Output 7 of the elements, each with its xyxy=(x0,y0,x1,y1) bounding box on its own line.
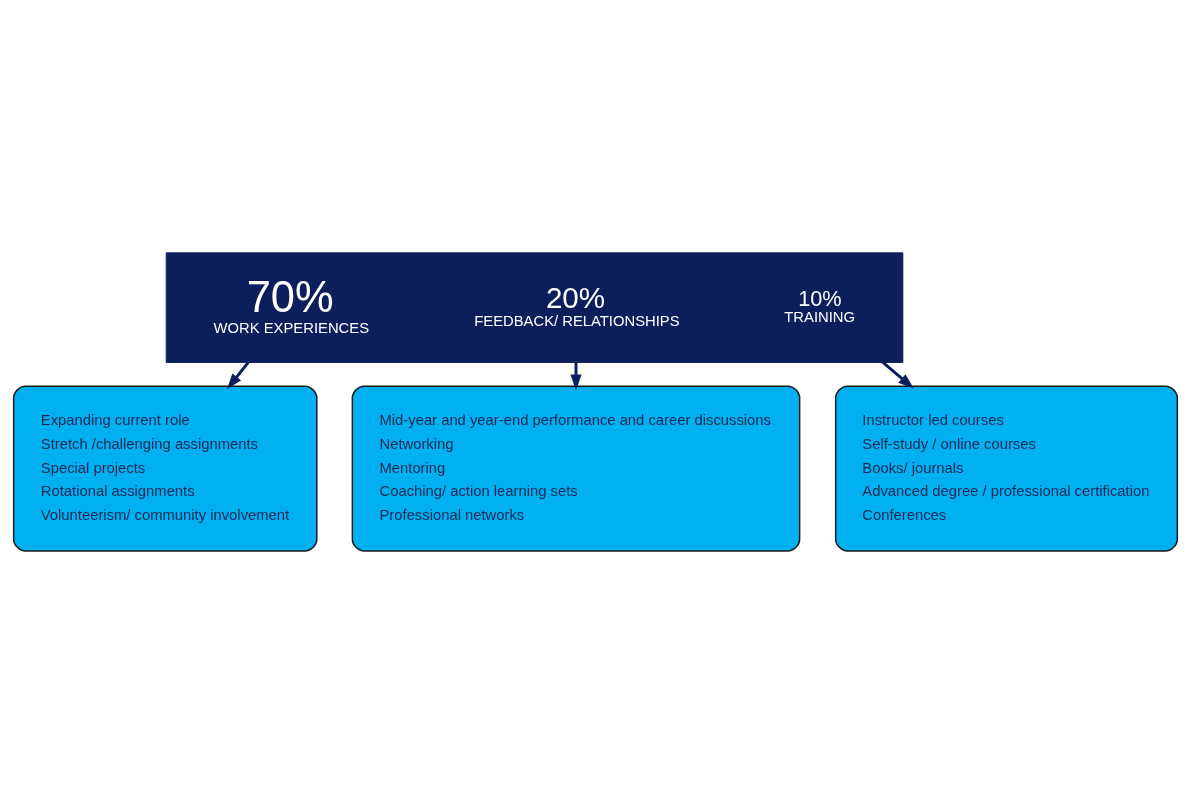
node-box: Instructor led courses Self-study / online courses Books/ journals Advanced degree / professional certification Conferences xyxy=(834,385,1179,552)
cluster xyxy=(165,252,904,363)
node-text: 20% FEEDBACK/ RELATIONSHIPS xyxy=(474,281,680,329)
node-text: 70% WORK EXPERIENCES xyxy=(213,273,370,336)
node-box: Mid-year and year-end performance and career discussions Networking Mentoring Coaching/ action learning sets Professional networks xyxy=(351,385,801,552)
node-text: 10% TRAINING xyxy=(784,285,856,325)
node-box: Expanding current role Stretch /challenging assignments Special projects Rotational assignments Volunteerism/ community involvement xyxy=(12,385,318,552)
